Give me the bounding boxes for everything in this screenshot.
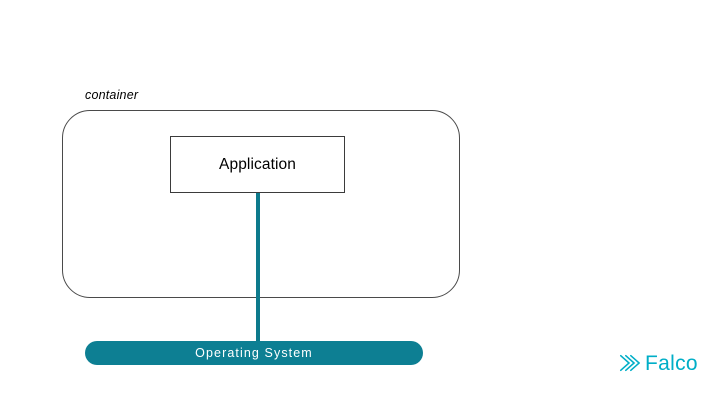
application-to-os-connector bbox=[256, 172, 260, 354]
falco-logo: Falco bbox=[618, 352, 698, 374]
falco-chevrons-icon bbox=[618, 352, 640, 374]
operating-system-label: Operating System bbox=[195, 346, 313, 360]
falco-wordmark: Falco bbox=[645, 351, 698, 375]
operating-system-pill: Operating System bbox=[85, 341, 423, 365]
container-label: container bbox=[85, 88, 139, 102]
application-box: Application bbox=[170, 136, 345, 193]
application-box-label: Application bbox=[219, 155, 296, 173]
container-boundary-box bbox=[62, 110, 460, 298]
